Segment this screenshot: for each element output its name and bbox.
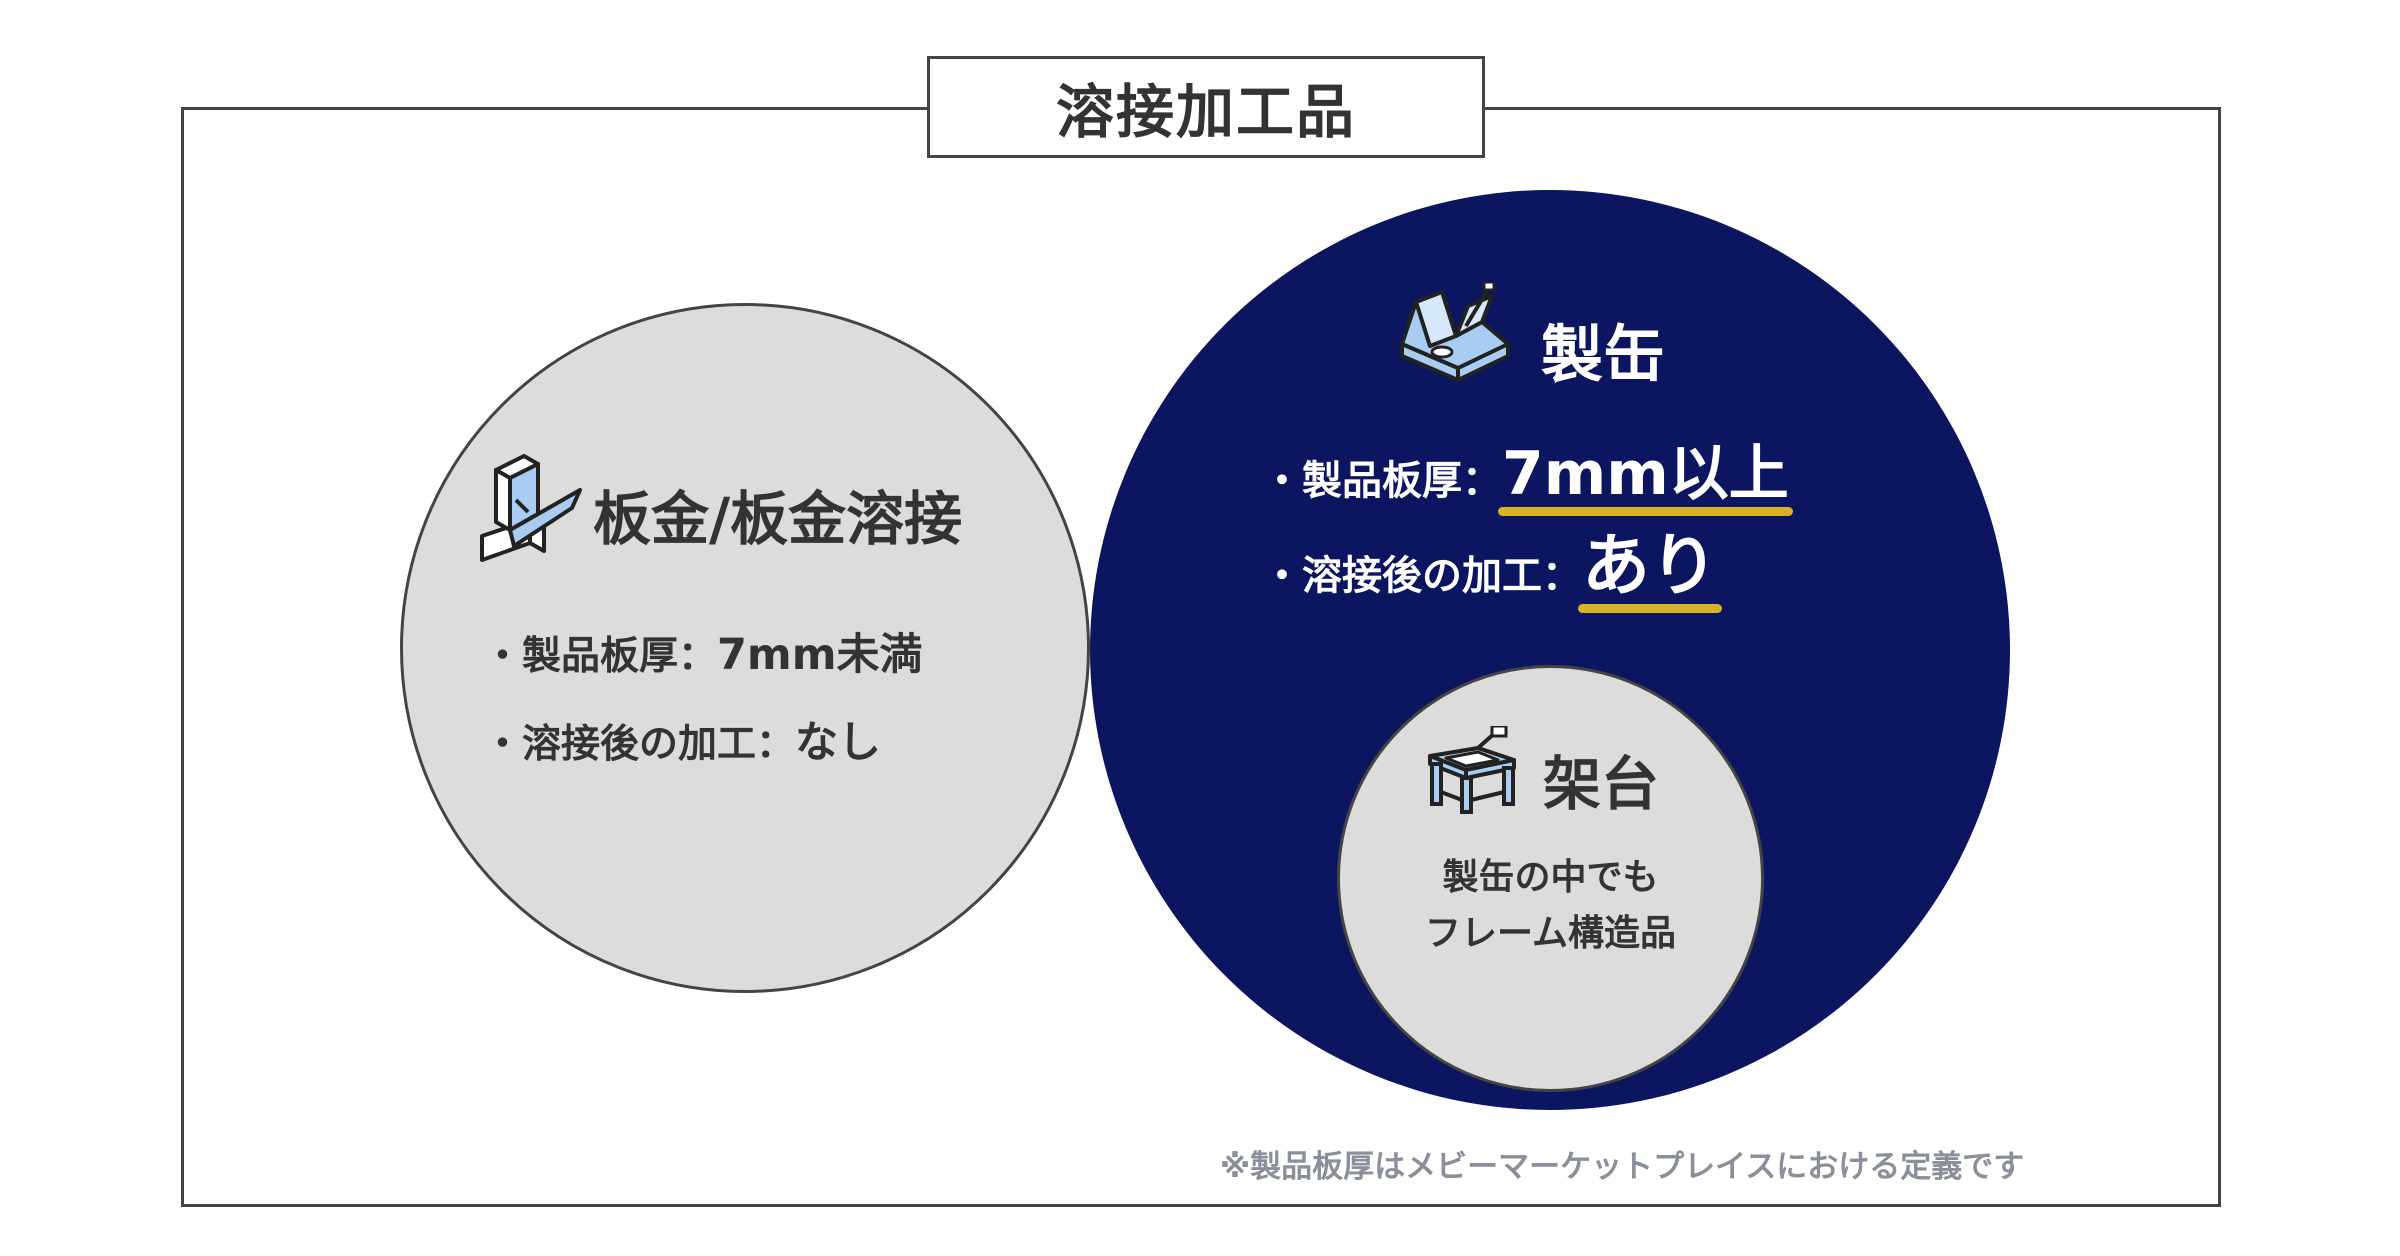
can-making-post-weld: ・溶接後の加工：あり <box>1262 510 1723 613</box>
can-making-title: 製缶 <box>1541 318 1666 391</box>
bullet-value: 7mm未満 <box>717 630 923 680</box>
frame-stand-icon <box>1428 726 1516 814</box>
bullet-label: ・溶接後の加工： <box>1262 553 1582 599</box>
welded-block-icon <box>1400 282 1510 382</box>
frame-stand-title: 架台 <box>1543 750 1660 818</box>
footnote: ※製品板厚はメビーマーケットプレイスにおける定義です <box>1220 1149 2025 1185</box>
bullet-label: ・製品板厚： <box>1262 458 1502 504</box>
bullet-value: なし <box>795 718 882 768</box>
highlighted-value: 7mm以上 <box>1498 425 1793 516</box>
diagram-title: 溶接加工品 <box>927 56 1485 158</box>
sheet-metal-circle <box>400 303 1090 993</box>
frame-stand-description-line: フレーム構造品 <box>1425 913 1676 954</box>
sheet-metal-post-weld: ・溶接後の加工：なし <box>483 708 881 770</box>
can-making-thickness: ・製品板厚：7mm以上 <box>1262 425 1793 516</box>
frame-stand-circle <box>1337 665 1764 1092</box>
sheet-metal-title: 板金/板金溶接 <box>593 485 963 553</box>
sheet-metal-thickness: ・製品板厚：7mm未満 <box>483 620 923 682</box>
bullet-label: ・溶接後の加工： <box>483 722 796 767</box>
bullet-label: ・製品板厚： <box>483 634 718 679</box>
frame-stand-description-line: 製缶の中でも <box>1442 857 1659 898</box>
sheet-metal-bending-icon <box>480 454 582 562</box>
highlighted-value: あり <box>1577 510 1723 613</box>
